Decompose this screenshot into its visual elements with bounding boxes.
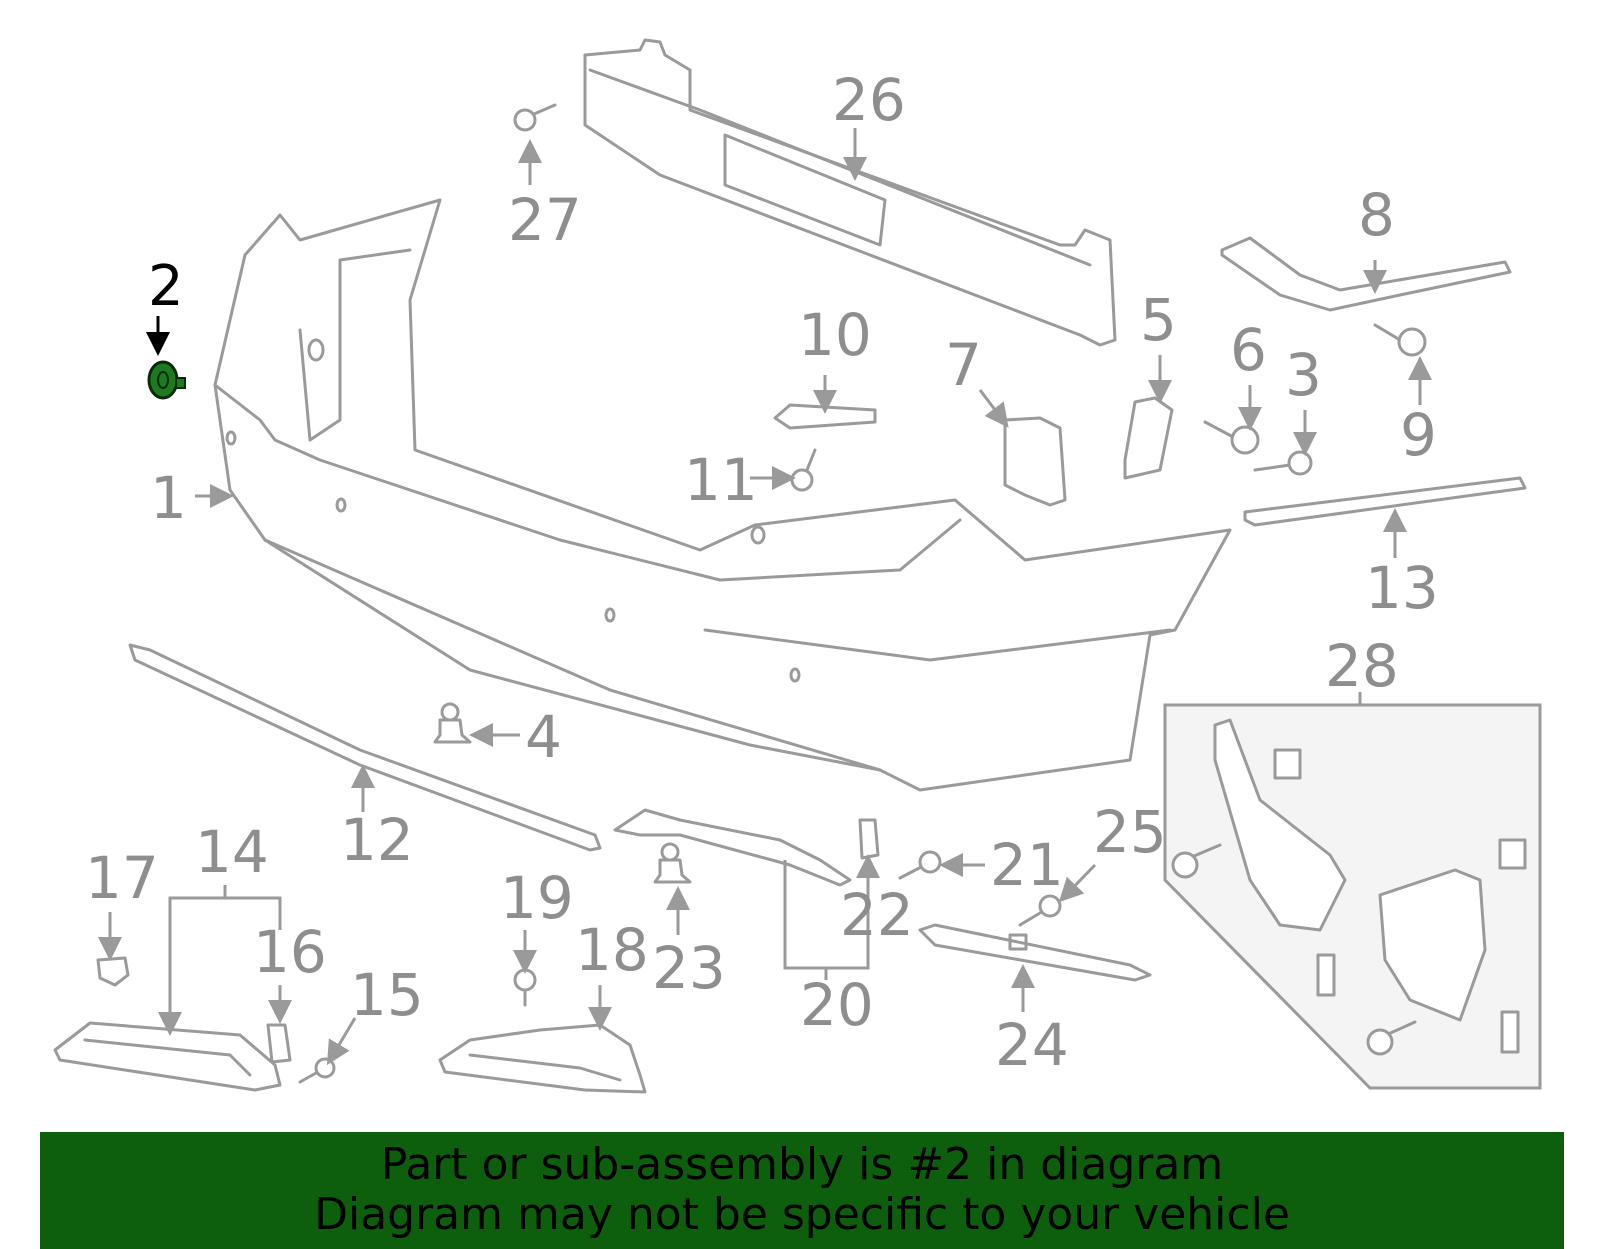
clip-part-4[interactable] bbox=[433, 702, 472, 744]
callout-26: 26 bbox=[832, 66, 906, 134]
disclaimer-banner: Part or sub-assembly is #2 in diagram Di… bbox=[40, 1132, 1564, 1249]
bracket-part-8[interactable] bbox=[1220, 236, 1512, 312]
bolt-part-3[interactable] bbox=[1253, 450, 1313, 476]
callout-25: 25 bbox=[1093, 798, 1167, 866]
callout-11: 11 bbox=[684, 446, 758, 514]
banner-line-2: Diagram may not be specific to your vehi… bbox=[314, 1189, 1290, 1240]
parts-diagram: 2 1 27 26 8 10 7 5 6 3 9 11 13 28 4 12 1… bbox=[53, 38, 1542, 1094]
callout-13: 13 bbox=[1365, 554, 1439, 622]
callout-28: 28 bbox=[1325, 632, 1399, 700]
callout-21: 21 bbox=[990, 831, 1064, 899]
callout-1: 1 bbox=[150, 464, 187, 532]
callout-20: 20 bbox=[800, 971, 874, 1039]
callout-7: 7 bbox=[945, 331, 982, 399]
bracket-part-7[interactable] bbox=[1003, 416, 1067, 507]
callout-5: 5 bbox=[1140, 286, 1177, 354]
callout-17: 17 bbox=[85, 844, 159, 912]
callout-3: 3 bbox=[1285, 341, 1322, 409]
bolt-part-25[interactable] bbox=[1018, 894, 1062, 927]
reflector-part-14[interactable] bbox=[53, 1021, 282, 1092]
nut-part-22[interactable] bbox=[858, 818, 880, 860]
screw-part-6[interactable] bbox=[1203, 420, 1260, 455]
leader-lines bbox=[98, 128, 1432, 1066]
bolt-part-15[interactable] bbox=[298, 1057, 336, 1084]
highlighted-part-2[interactable] bbox=[147, 360, 186, 400]
reinforcement-beam-part-26[interactable] bbox=[583, 38, 1117, 347]
lower-molding-part-12[interactable] bbox=[128, 643, 602, 852]
callout-14: 14 bbox=[195, 818, 269, 886]
bracket-part-20[interactable] bbox=[613, 808, 852, 887]
bolt-part-21[interactable] bbox=[898, 850, 942, 880]
callout-labels: 2 1 27 26 8 10 7 5 6 3 9 11 13 28 4 12 1… bbox=[85, 66, 1439, 1079]
callout-12: 12 bbox=[340, 806, 414, 874]
callout-10: 10 bbox=[798, 301, 872, 369]
callout-24: 24 bbox=[995, 1011, 1069, 1079]
clip-part-17[interactable] bbox=[96, 956, 130, 987]
callout-22: 22 bbox=[840, 881, 914, 949]
bracket-part-10[interactable] bbox=[773, 403, 877, 430]
side-molding-part-13[interactable] bbox=[1243, 476, 1527, 527]
banner-line-1: Part or sub-assembly is #2 in diagram bbox=[380, 1139, 1224, 1190]
mudguard-kit-inset-part-28[interactable] bbox=[1163, 703, 1542, 1090]
bolt-part-11[interactable] bbox=[790, 448, 817, 492]
callout-23: 23 bbox=[652, 934, 726, 1002]
bracket-part-5[interactable] bbox=[1123, 396, 1174, 480]
callout-8: 8 bbox=[1358, 181, 1395, 249]
bolt-part-19[interactable] bbox=[513, 968, 537, 1007]
callout-18: 18 bbox=[575, 916, 649, 984]
bracket-part-24[interactable] bbox=[918, 923, 1152, 982]
reflector-part-18[interactable] bbox=[438, 1023, 647, 1094]
screw-part-9[interactable] bbox=[1373, 323, 1427, 357]
callout-2: 2 bbox=[148, 254, 184, 319]
callout-27: 27 bbox=[508, 186, 582, 254]
callout-15: 15 bbox=[350, 961, 424, 1029]
callout-4: 4 bbox=[525, 703, 562, 771]
nut-part-16[interactable] bbox=[266, 1023, 292, 1064]
clip-part-23[interactable] bbox=[653, 842, 692, 884]
callout-9: 9 bbox=[1400, 401, 1437, 469]
callout-6: 6 bbox=[1230, 316, 1267, 384]
callout-16: 16 bbox=[253, 918, 327, 986]
bumper-cover-part-1[interactable] bbox=[213, 198, 1232, 792]
callout-19: 19 bbox=[500, 864, 574, 932]
bolt-part-27[interactable] bbox=[513, 103, 557, 132]
